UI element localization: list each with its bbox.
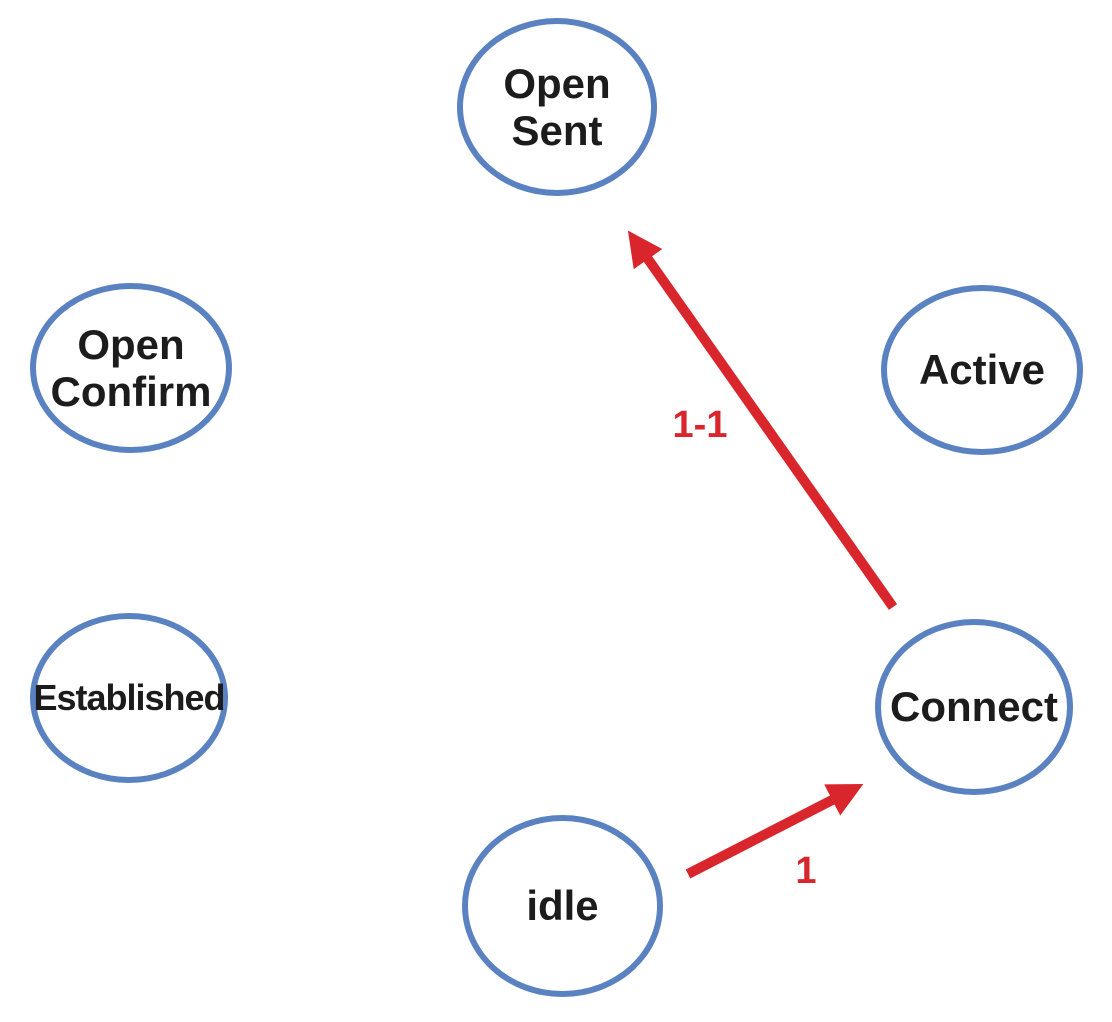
edge-label-idle-to-connect: 1 — [795, 850, 817, 892]
state-node-active-label: Active — [918, 346, 1046, 394]
state-node-connect: Connect — [875, 619, 1073, 795]
state-node-idle: idle — [462, 815, 663, 997]
state-node-established-label: Established — [33, 676, 225, 718]
state-node-idle-label: idle — [526, 882, 599, 930]
state-node-open-sent: Open Sent — [457, 18, 657, 196]
state-node-open-confirm: Open Confirm — [30, 283, 232, 453]
state-node-connect-label: Connect — [890, 683, 1058, 731]
state-node-open-sent-label: Open Sent — [503, 59, 611, 154]
state-node-active: Active — [881, 285, 1083, 455]
state-node-open-confirm-label: Open Confirm — [50, 320, 212, 415]
state-node-established: Established — [30, 613, 228, 783]
edge-label-connect-to-open-sent: 1-1 — [672, 404, 728, 446]
